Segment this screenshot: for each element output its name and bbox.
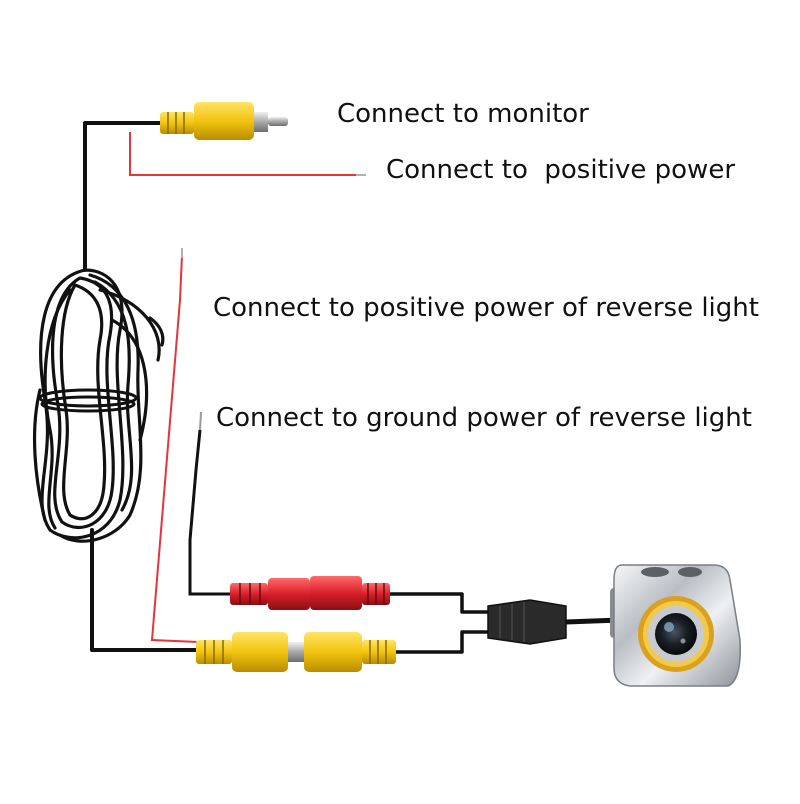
main-cable <box>83 121 200 652</box>
label-connect-to-reverse-light-ground: Connect to ground power of reverse light <box>216 403 752 433</box>
label-connect-to-monitor: Connect to monitor <box>337 99 589 129</box>
label-connect-to-positive-power: Connect to positive power <box>386 155 736 185</box>
label-connect-to-reverse-light-positive: Connect to positive power of reverse lig… <box>213 293 759 323</box>
reverse-ground-wire <box>188 429 232 596</box>
camera-cables <box>390 592 488 654</box>
positive-power-wire <box>129 132 356 176</box>
cable-coil-icon <box>32 268 165 543</box>
rca-plug-icon <box>160 102 288 140</box>
reverse-ground-wire-tip <box>199 411 202 431</box>
reverse-positive-wire <box>150 254 199 643</box>
yellow-video-connector <box>196 632 396 672</box>
cable-splitter <box>487 599 621 645</box>
red-power-connector <box>230 576 390 610</box>
rear-view-camera-icon <box>610 564 741 687</box>
cable-coil-tie <box>38 388 138 413</box>
